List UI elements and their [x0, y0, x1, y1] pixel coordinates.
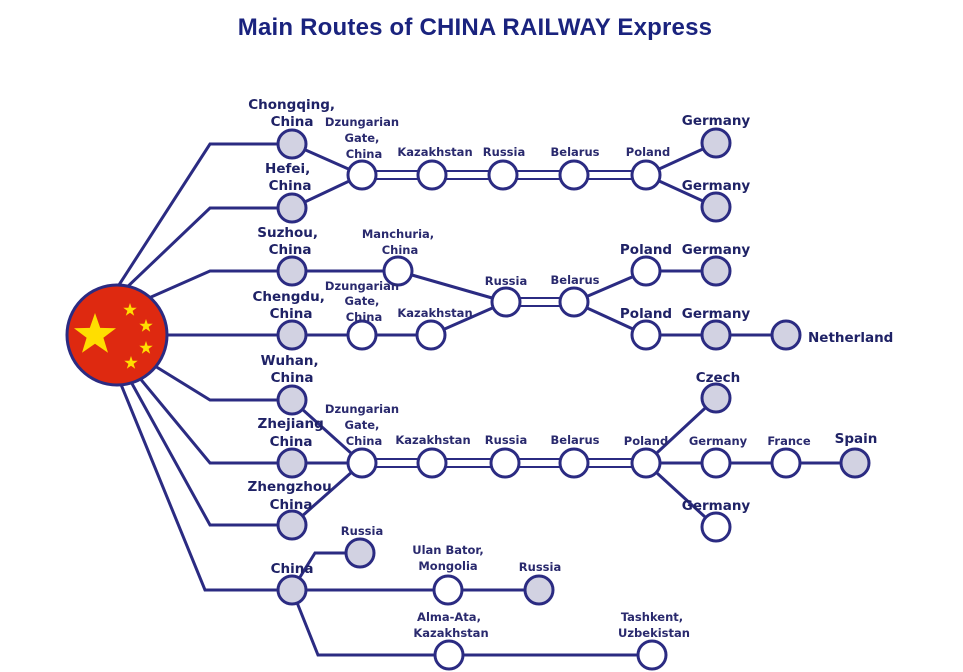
label-dzungarian-1: Dzungarian Gate, China	[325, 115, 403, 161]
trunk-zhejiang	[136, 374, 294, 465]
node-czech	[700, 382, 732, 414]
node-belarus-1	[558, 159, 590, 191]
label-belarus-1: Belarus	[551, 145, 600, 159]
trunk-lines	[115, 142, 294, 592]
label-wuhan: Wuhan, China	[261, 353, 324, 386]
node-russia-4	[344, 537, 376, 569]
label-poland-3: Poland	[620, 306, 672, 322]
label-zhejiang: Zhejiang China	[258, 416, 329, 450]
label-dzungarian-2: Dzungarian Gate, China	[325, 279, 403, 324]
trunk-suzhou	[131, 269, 294, 307]
node-tashkent	[636, 639, 668, 671]
label-czech: Czech	[696, 370, 741, 386]
node-kazakhstan-3	[416, 447, 448, 479]
node-poland-3	[630, 319, 662, 351]
node-russia-3	[489, 447, 521, 479]
node-france	[770, 447, 802, 479]
label-france: France	[767, 434, 811, 448]
trunk-wuhan	[148, 361, 294, 402]
trunk-hefei	[120, 206, 294, 294]
label-alma-ata: Alma-Ata, Kazakhstan	[413, 610, 488, 640]
label-manchuria: Manchuria, China	[362, 227, 438, 257]
station-labels: Chongqing, China Hefei, China Suzhou, Ch…	[248, 97, 894, 640]
node-germany-5	[700, 447, 732, 479]
node-germany-6	[700, 511, 732, 543]
node-germany-3	[700, 255, 732, 287]
label-germany-2: Germany	[682, 178, 751, 194]
node-wuhan	[276, 384, 308, 416]
label-russia-1: Russia	[483, 145, 525, 159]
node-spain	[839, 447, 871, 479]
node-zhengzhou	[276, 509, 308, 541]
node-dzungarian-2	[346, 319, 378, 351]
label-kazakhstan-1: Kazakhstan	[397, 145, 472, 159]
node-china	[276, 574, 308, 606]
label-kazakhstan-2: Kazakhstan	[397, 306, 472, 320]
node-belarus-2	[558, 286, 590, 318]
node-dzungarian-1	[346, 159, 378, 191]
label-germany-1: Germany	[682, 113, 751, 129]
node-germany-4	[700, 319, 732, 351]
label-russia-5: Russia	[519, 560, 561, 574]
label-ulan-bator: Ulan Bator, Mongolia	[412, 543, 488, 573]
node-chongqing	[276, 128, 308, 160]
node-alma-ata	[433, 639, 465, 671]
node-poland-1	[630, 159, 662, 191]
trunk-china	[118, 380, 294, 592]
node-suzhou	[276, 255, 308, 287]
label-netherland: Netherland	[808, 330, 893, 346]
node-belarus-3	[558, 447, 590, 479]
label-dzungarian-3: Dzungarian Gate, China	[325, 402, 403, 448]
node-kazakhstan-2	[415, 319, 447, 351]
trunk-zhengzhou	[128, 378, 294, 527]
china-flag-icon	[65, 283, 169, 387]
label-tashkent: Tashkent, Uzbekistan	[618, 610, 690, 640]
flag-small-star-4	[124, 356, 138, 369]
label-kazakhstan-3: Kazakhstan	[395, 433, 470, 447]
node-chengdu	[276, 319, 308, 351]
label-chongqing: Chongqing, China	[248, 97, 339, 130]
label-poland-2: Poland	[620, 242, 672, 258]
label-poland-4: Poland	[624, 434, 668, 448]
label-chengdu: Chengdu, China	[252, 289, 329, 322]
flag-small-star-2	[139, 319, 153, 332]
flag-small-star-3	[139, 341, 153, 354]
label-germany-6: Germany	[682, 498, 751, 514]
label-russia-3: Russia	[485, 433, 527, 447]
node-hefei	[276, 192, 308, 224]
node-ulan-bator	[432, 574, 464, 606]
label-china: China	[271, 561, 314, 577]
node-russia-1	[487, 159, 519, 191]
trunk-chongqing	[115, 142, 294, 290]
label-belarus-3: Belarus	[551, 433, 600, 447]
node-russia-2	[490, 286, 522, 318]
node-russia-5	[523, 574, 555, 606]
label-germany-3: Germany	[682, 242, 751, 258]
node-zhejiang	[276, 447, 308, 479]
node-germany-2	[700, 191, 732, 223]
flag-small-star-1	[123, 303, 137, 316]
node-poland-2	[630, 255, 662, 287]
node-dzungarian-3	[346, 447, 378, 479]
node-poland-4	[630, 447, 662, 479]
node-kazakhstan-1	[416, 159, 448, 191]
node-manchuria	[382, 255, 414, 287]
label-germany-5: Germany	[689, 434, 748, 448]
station-nodes	[276, 127, 871, 671]
node-netherland	[770, 319, 802, 351]
label-russia-2: Russia	[485, 274, 527, 288]
label-poland-1: Poland	[626, 145, 670, 159]
label-zhengzhou: Zhengzhou China	[248, 479, 337, 513]
label-germany-4: Germany	[682, 306, 751, 322]
node-germany-1	[700, 127, 732, 159]
label-belarus-2: Belarus	[551, 273, 600, 287]
label-spain: Spain	[835, 431, 878, 447]
flag-big-star	[74, 313, 116, 353]
label-suzhou: Suzhou, China	[257, 225, 323, 258]
label-russia-4: Russia	[341, 524, 383, 538]
diagram-title: Main Routes of CHINA RAILWAY Express	[237, 14, 713, 41]
label-hefei: Hefei, China	[265, 161, 315, 194]
